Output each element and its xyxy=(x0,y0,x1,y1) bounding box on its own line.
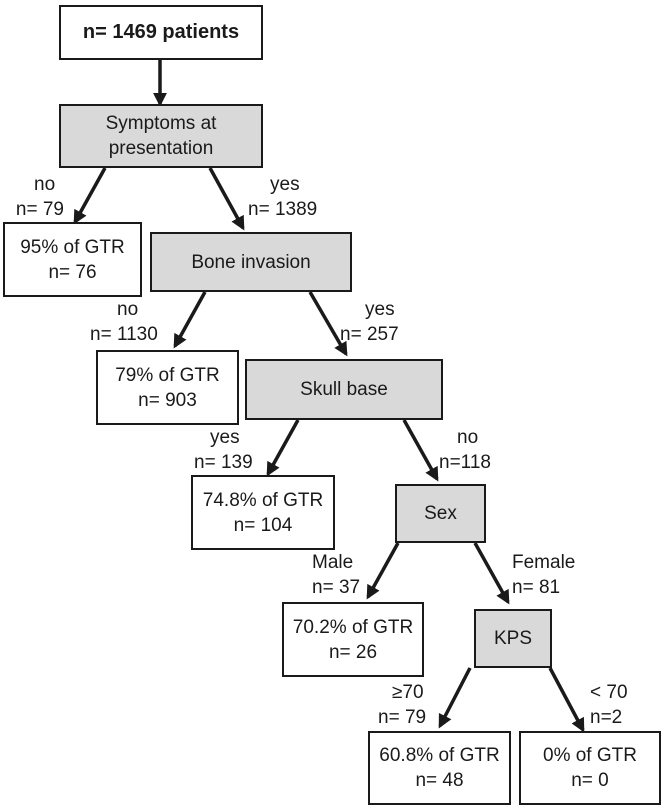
edge-sex-male xyxy=(366,542,400,600)
branch-answer: Female xyxy=(512,552,576,573)
leaf-percentage: 60.8% of GTR xyxy=(379,745,500,766)
bone-no-branch-label: no n= 1130 xyxy=(90,297,158,347)
branch-count: n= 257 xyxy=(340,324,399,345)
leaf-percentage: 95% of GTR xyxy=(20,236,125,258)
leaf-skull-yes: 74.8% of GTR n= 104 xyxy=(191,475,335,550)
branch-count: n= 139 xyxy=(194,452,253,473)
edge-skull-yes xyxy=(266,419,300,477)
branch-answer: no xyxy=(457,427,479,448)
kps-node: KPS xyxy=(474,609,552,668)
leaf-kps-ge70: 60.8% of GTR n= 48 xyxy=(368,731,511,805)
branch-answer: < 70 xyxy=(590,682,628,703)
skull-base-node: Skull base xyxy=(245,359,443,420)
bone-invasion-label: Bone invasion xyxy=(191,251,311,273)
leaf-percentage: 70.2% of GTR xyxy=(292,616,414,638)
leaf-count: n= 76 xyxy=(48,261,97,283)
branch-count: n= 37 xyxy=(312,577,361,598)
sex-male-branch-label: Male n= 37 xyxy=(312,550,360,600)
edge-sex-female xyxy=(473,542,510,605)
leaf-count: n= 903 xyxy=(138,389,197,411)
leaf-kps-lt70: 0% of GTR n= 0 xyxy=(519,731,661,805)
branch-count: n=118 xyxy=(439,452,491,473)
leaf-percentage: 0% of GTR xyxy=(543,745,637,766)
sex-node: Sex xyxy=(395,484,486,543)
branch-count: n= 79 xyxy=(378,707,427,728)
leaf-percentage: 79% of GTR xyxy=(115,364,220,386)
root-label: n= 1469 patients xyxy=(82,21,240,43)
leaf-bone-no: 79% of GTR n= 903 xyxy=(96,350,239,425)
leaf-count: n= 48 xyxy=(415,770,464,791)
branch-count: n= 1389 xyxy=(248,199,318,220)
sex-female-branch-label: Female n= 81 xyxy=(512,550,575,600)
symptoms-label-line1: Symptoms at xyxy=(105,113,217,134)
kps-lt70-branch-label: < 70 n=2 xyxy=(590,680,628,730)
kps-label: KPS xyxy=(493,628,533,649)
skull-no-branch-label: no n=118 xyxy=(439,425,491,475)
branch-answer: ≥70 xyxy=(392,682,424,703)
edge-symptoms-yes xyxy=(208,167,245,231)
branch-count: n= 81 xyxy=(512,577,561,598)
symptoms-node: Symptoms at presentation xyxy=(59,104,263,168)
leaf-count: n= 0 xyxy=(571,770,609,791)
leaf-percentage: 74.8% of GTR xyxy=(202,489,324,511)
branch-answer: no xyxy=(34,174,56,195)
skull-base-label: Skull base xyxy=(300,379,388,400)
symptoms-no-branch-label: no n= 79 xyxy=(14,172,64,222)
kps-ge70-branch-label: ≥70 n= 79 xyxy=(378,680,426,730)
edge-kps-ge70 xyxy=(438,667,472,729)
bone-invasion-node: Bone invasion xyxy=(150,232,352,292)
skull-yes-branch-label: yes n= 139 xyxy=(194,425,253,475)
leaf-sex-male: 70.2% of GTR n= 26 xyxy=(282,602,424,677)
sex-label: Sex xyxy=(424,503,457,524)
branch-count: n= 1130 xyxy=(90,324,158,345)
bone-yes-branch-label: yes n= 257 xyxy=(340,297,399,347)
symptoms-yes-branch-label: yes n= 1389 xyxy=(248,172,317,222)
branch-count: n= 79 xyxy=(15,199,64,220)
branch-answer: no xyxy=(117,299,139,320)
edge-bone-yes xyxy=(308,291,348,357)
branch-answer: yes xyxy=(210,427,240,448)
branch-count: n=2 xyxy=(590,707,623,728)
edge-bone-no xyxy=(173,291,207,349)
branch-answer: yes xyxy=(365,299,395,320)
branch-answer: Male xyxy=(312,552,354,573)
edge-skull-no xyxy=(402,419,439,482)
leaf-count: n= 26 xyxy=(328,641,378,663)
branch-answer: yes xyxy=(270,174,300,195)
edge-symptoms-no xyxy=(73,167,107,225)
leaf-symptoms-no: 95% of GTR n= 76 xyxy=(3,222,142,297)
edge-kps-lt70 xyxy=(548,667,585,733)
leaf-count: n= 104 xyxy=(233,514,293,536)
root-node: n= 1469 patients xyxy=(59,5,263,60)
symptoms-label-line2: presentation xyxy=(108,138,214,159)
